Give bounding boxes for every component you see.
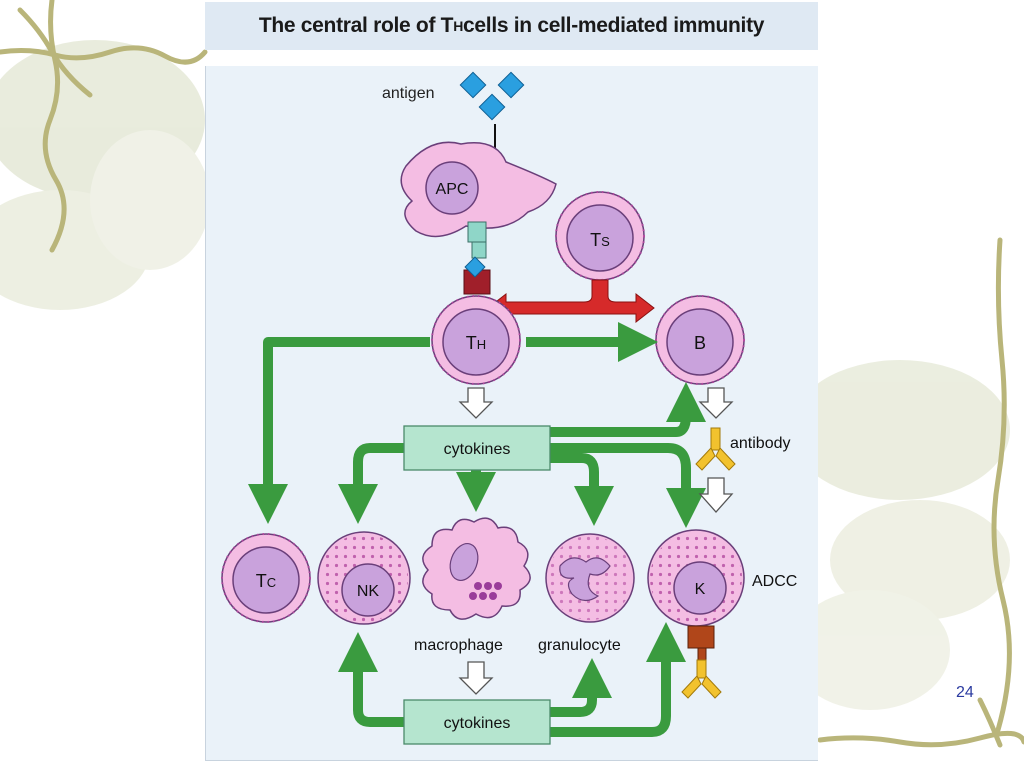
immunity-diagram: antigen APC TS: [221, 71, 797, 745]
th-label: TH: [466, 333, 486, 353]
granulocyte-label: granulocyte: [538, 637, 621, 654]
apc-label: APC: [436, 181, 469, 198]
th-cell: TH: [431, 295, 521, 385]
antibody-label: antibody: [730, 435, 791, 452]
nk-label: NK: [357, 583, 380, 600]
apc-nucleus: [425, 161, 479, 215]
title-suffix: cells in cell-mediated immunity: [463, 14, 765, 37]
presented-antigen-icon: [464, 256, 486, 278]
bound-antibody-icon: [681, 659, 722, 699]
k-receptor-icon: [687, 625, 715, 661]
k-label: K: [695, 581, 706, 598]
macrophage-cell: [422, 517, 531, 620]
nk-cell: NK: [317, 531, 411, 625]
antigen-label: antigen: [382, 85, 435, 102]
granulocyte-cell: [545, 533, 635, 623]
title-subscript: H: [453, 18, 464, 34]
cytokines-box-bottom: cytokines: [403, 699, 551, 745]
suppression-arrows: [487, 279, 655, 324]
k-cell: K: [647, 529, 745, 627]
activation-arrows: [248, 322, 706, 737]
ts-label: TS: [590, 230, 610, 250]
page-number: 24: [956, 684, 974, 701]
tc-label: TC: [256, 571, 276, 591]
apc-cell: APC: [400, 141, 557, 238]
tcr-mhc-complex: [463, 221, 491, 295]
cytokines-top-label: cytokines: [444, 441, 511, 458]
adcc-label: ADCC: [752, 573, 797, 590]
cytokines-bottom-label: cytokines: [444, 715, 511, 732]
macrophage-label: macrophage: [414, 637, 503, 654]
b-label: B: [694, 333, 706, 353]
antibody-icon: [695, 427, 736, 471]
tc-cell: TC: [221, 533, 311, 623]
cytokines-box-top: cytokines: [403, 425, 551, 471]
diagram-panel: antigen APC TS: [205, 66, 818, 761]
hollow-arrows: [458, 387, 734, 695]
ts-cell: TS: [555, 191, 645, 281]
b-cell: B: [655, 295, 745, 385]
title-prefix: The central role of T: [258, 14, 454, 37]
antigen-icon: [459, 71, 525, 121]
